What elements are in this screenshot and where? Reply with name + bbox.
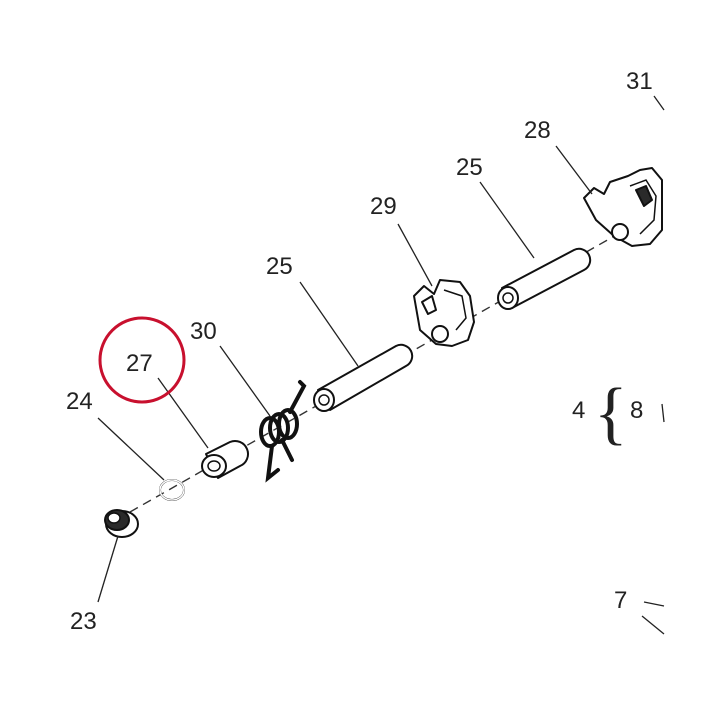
part-25-shaft-lower — [313, 343, 414, 412]
part-24-snap-ring — [159, 479, 185, 501]
callout-24: 24 — [66, 388, 93, 415]
callout-25-lower: 25 — [266, 253, 293, 280]
part-30-torsion-spring — [259, 380, 307, 483]
part-29-lever — [413, 279, 475, 347]
callout-8: 8 — [630, 397, 643, 424]
callout-28: 28 — [524, 117, 551, 144]
callout-30: 30 — [190, 318, 217, 345]
callout-4: 4 — [572, 397, 585, 424]
callout-29: 29 — [370, 193, 397, 220]
callout-25-upper: 25 — [456, 154, 483, 181]
callout-23: 23 — [70, 608, 97, 635]
leader-lines — [97, 95, 665, 635]
highlight-circle — [98, 316, 186, 404]
callout-7: 7 — [614, 587, 627, 614]
brace-group: { — [594, 375, 628, 452]
part-28-lever — [583, 167, 663, 247]
callout-27: 27 — [126, 350, 153, 377]
part-27-sleeve — [201, 440, 249, 479]
part-23-plug — [104, 509, 139, 538]
part-25-shaft-upper — [497, 247, 592, 310]
callout-31: 31 — [626, 68, 653, 95]
